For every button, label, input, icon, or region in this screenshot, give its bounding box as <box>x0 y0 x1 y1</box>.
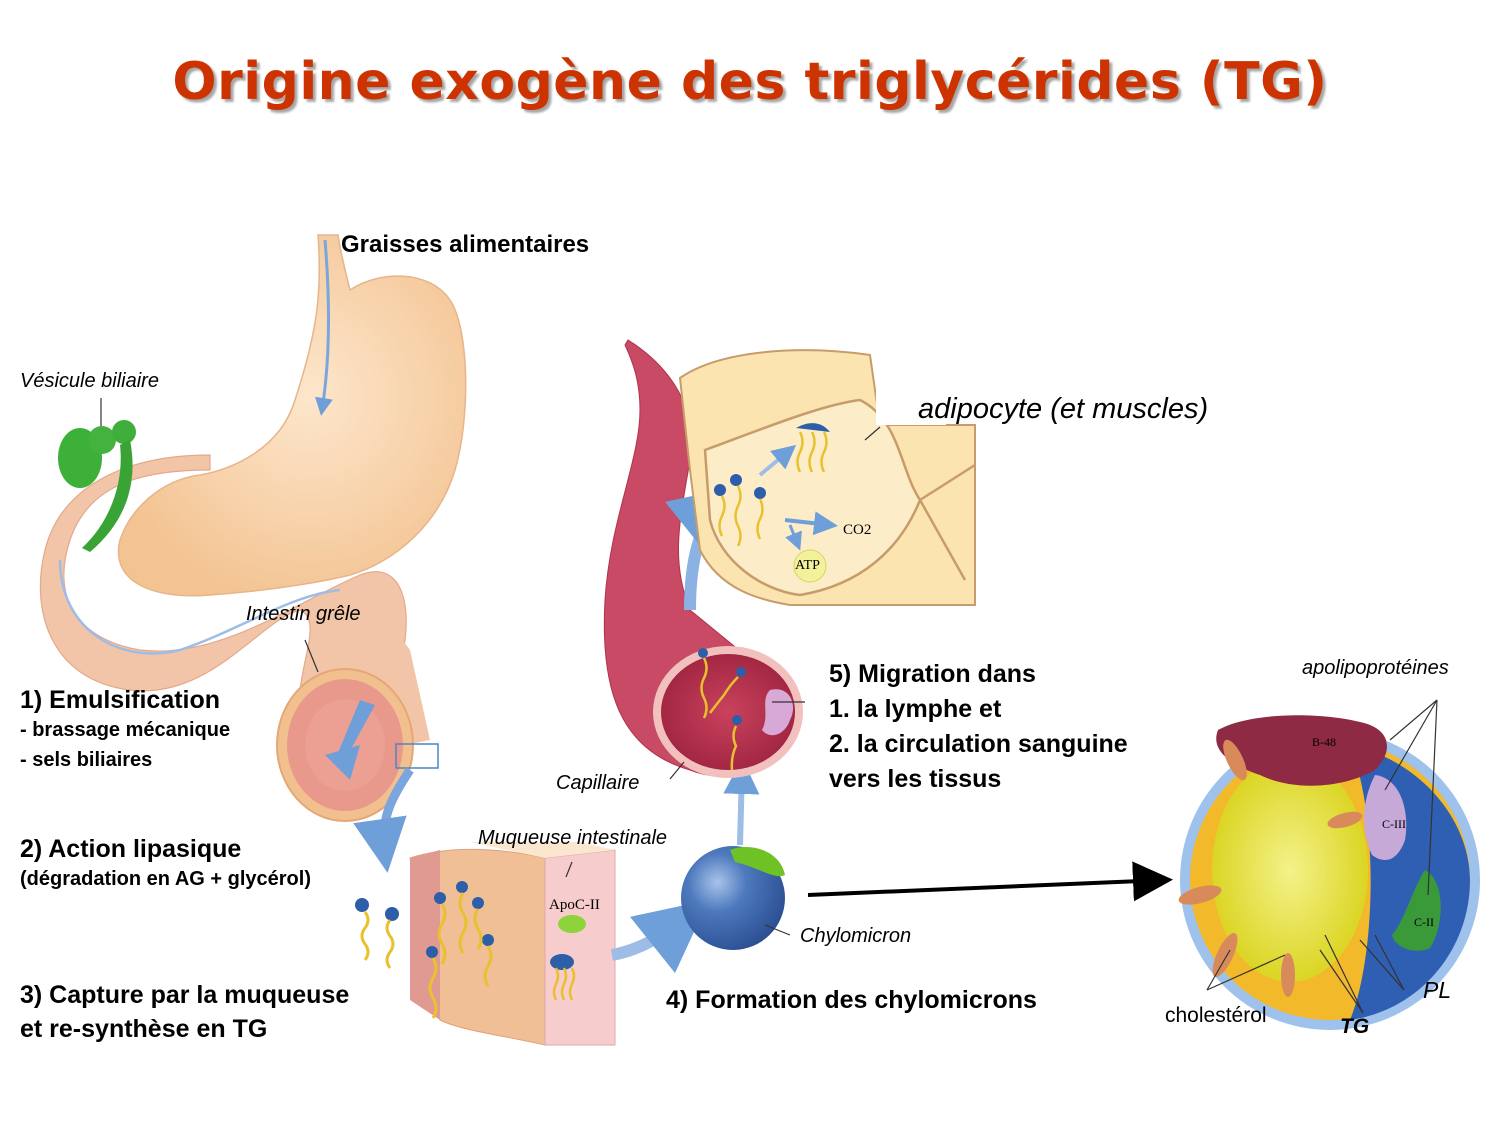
chylomicron-detail <box>1178 699 1480 1030</box>
step-2: 2) Action lipasique (dégradation en AG +… <box>20 834 311 894</box>
step-3-line-1: et re-synthèse en TG <box>20 1015 268 1043</box>
apo-c3-label: C-III <box>1382 817 1406 831</box>
step-5-line-2: 2. la circulation sanguine <box>829 730 1128 758</box>
fatty-acids-free <box>355 898 399 969</box>
step-1: 1) Emulsification - brassage mécanique -… <box>20 685 230 775</box>
chylomicron-label: Chylomicron <box>800 925 912 947</box>
step-5-line-1: 1. la lymphe et <box>829 695 1002 723</box>
step-1-line-2: - sels biliaires <box>20 749 153 771</box>
adipocyte-cells <box>678 349 976 606</box>
step-2-heading: 2) Action lipasique <box>20 835 242 863</box>
detail-arrow <box>807 861 1173 902</box>
step-1-heading: 1) Emulsification <box>20 686 221 714</box>
food-fats-label: Graisses alimentaires <box>341 231 590 258</box>
capillary-vessel <box>603 339 805 780</box>
page-title: Origine exogène des triglycérides (TG) <box>172 52 1328 112</box>
step-5-heading: 5) Migration dans <box>829 660 1036 688</box>
apo-b48-label: B-48 <box>1312 735 1336 749</box>
tg-label: TG <box>1340 1015 1370 1038</box>
adipocyte-label: adipocyte (et muscles) <box>918 393 1209 425</box>
co2-label: CO2 <box>843 522 872 538</box>
mucosa-block <box>409 842 709 1046</box>
atp-label: ATP <box>795 558 820 573</box>
step-3-heading: 3) Capture par la muqueuse <box>20 981 350 1009</box>
apoc2-inset-label: ApoC-II <box>549 897 600 913</box>
step-5: 5) Migration dans 1. la lymphe et 2. la … <box>829 657 1128 797</box>
step-1-line-1: - brassage mécanique <box>20 719 231 741</box>
step-2-line-1: (dégradation en AG + glycérol) <box>20 868 311 890</box>
apolipoproteins-label: apolipoprotéines <box>1302 657 1449 679</box>
intestinal-mucosa-label: Muqueuse intestinale <box>478 827 668 849</box>
stomach-illustration <box>117 234 467 597</box>
cholesterol-label: cholestérol <box>1165 1004 1267 1027</box>
intestine-cross-section <box>276 626 439 873</box>
gallbladder-illustration <box>58 398 136 552</box>
gallbladder-label: Vésicule biliaire <box>20 370 159 392</box>
pl-label: PL <box>1423 977 1452 1003</box>
step-3: 3) Capture par la muqueuse et re-synthès… <box>20 978 349 1046</box>
apo-c2-label: C-II <box>1414 915 1434 929</box>
step-5-line-3: vers les tissus <box>829 765 1002 793</box>
chylomicron-small <box>681 758 791 950</box>
capillary-label: Capillaire <box>556 772 640 794</box>
step-4-heading: 4) Formation des chylomicrons <box>666 986 1037 1014</box>
small-intestine-label: Intestin grêle <box>246 603 361 625</box>
